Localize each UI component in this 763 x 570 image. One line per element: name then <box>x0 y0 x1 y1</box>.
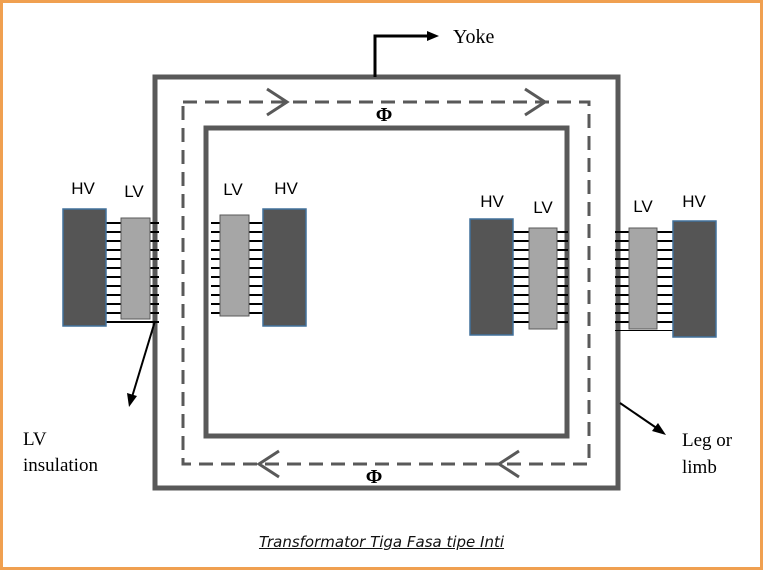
coil3-hv-winding <box>469 218 514 336</box>
leg-pointer <box>619 402 659 430</box>
coil3-lv-label: LV <box>533 198 553 217</box>
coil1-hv-label: HV <box>71 179 95 198</box>
flux-symbol-top: Φ <box>376 104 393 126</box>
flux-arrow-bottom-left <box>256 449 280 479</box>
coil3-lv-winding <box>528 227 558 330</box>
coil4-lv-label: LV <box>633 197 653 216</box>
lv-insulation-label-line2: insulation <box>23 455 98 476</box>
flux-arrow-top-right <box>524 87 548 117</box>
coil4-hv-winding <box>672 220 717 338</box>
yoke-pointer <box>373 34 428 77</box>
leg-label-line2: limb <box>682 457 717 478</box>
coil2-hv-label: HV <box>274 179 298 198</box>
coil2-lv-winding <box>219 214 250 317</box>
transformer-diagram: Φ Φ Yoke HV LV LV HV HV LV LV HV LV <box>23 26 733 491</box>
coil2-hv-winding <box>262 208 307 327</box>
coil4-lv-winding <box>628 227 658 330</box>
coil2-lv-label: LV <box>223 180 243 199</box>
leg-arrowhead <box>652 423 666 435</box>
coil1-lv-winding <box>120 217 151 320</box>
coil4-hv-label: HV <box>682 192 706 211</box>
leg-label-line1: Leg or <box>682 430 733 451</box>
yoke-label: Yoke <box>453 26 494 48</box>
yoke-arrowhead <box>427 31 439 41</box>
lv-insulation-arrowhead <box>127 393 137 407</box>
lv-insulation-pointer <box>131 320 156 398</box>
figure-caption: Transformator Tiga Fasa tipe Inti <box>258 533 505 551</box>
flux-arrow-bottom-right <box>496 449 520 479</box>
flux-arrow-top-left <box>266 87 290 117</box>
coil3-hv-label: HV <box>480 192 504 211</box>
coil1-hv-winding <box>62 208 107 327</box>
flux-path <box>181 100 591 466</box>
lv-insulation-label-line1: LV <box>23 429 47 450</box>
coil1-lv-label: LV <box>124 182 144 201</box>
flux-symbol-bottom: Φ <box>366 466 383 488</box>
